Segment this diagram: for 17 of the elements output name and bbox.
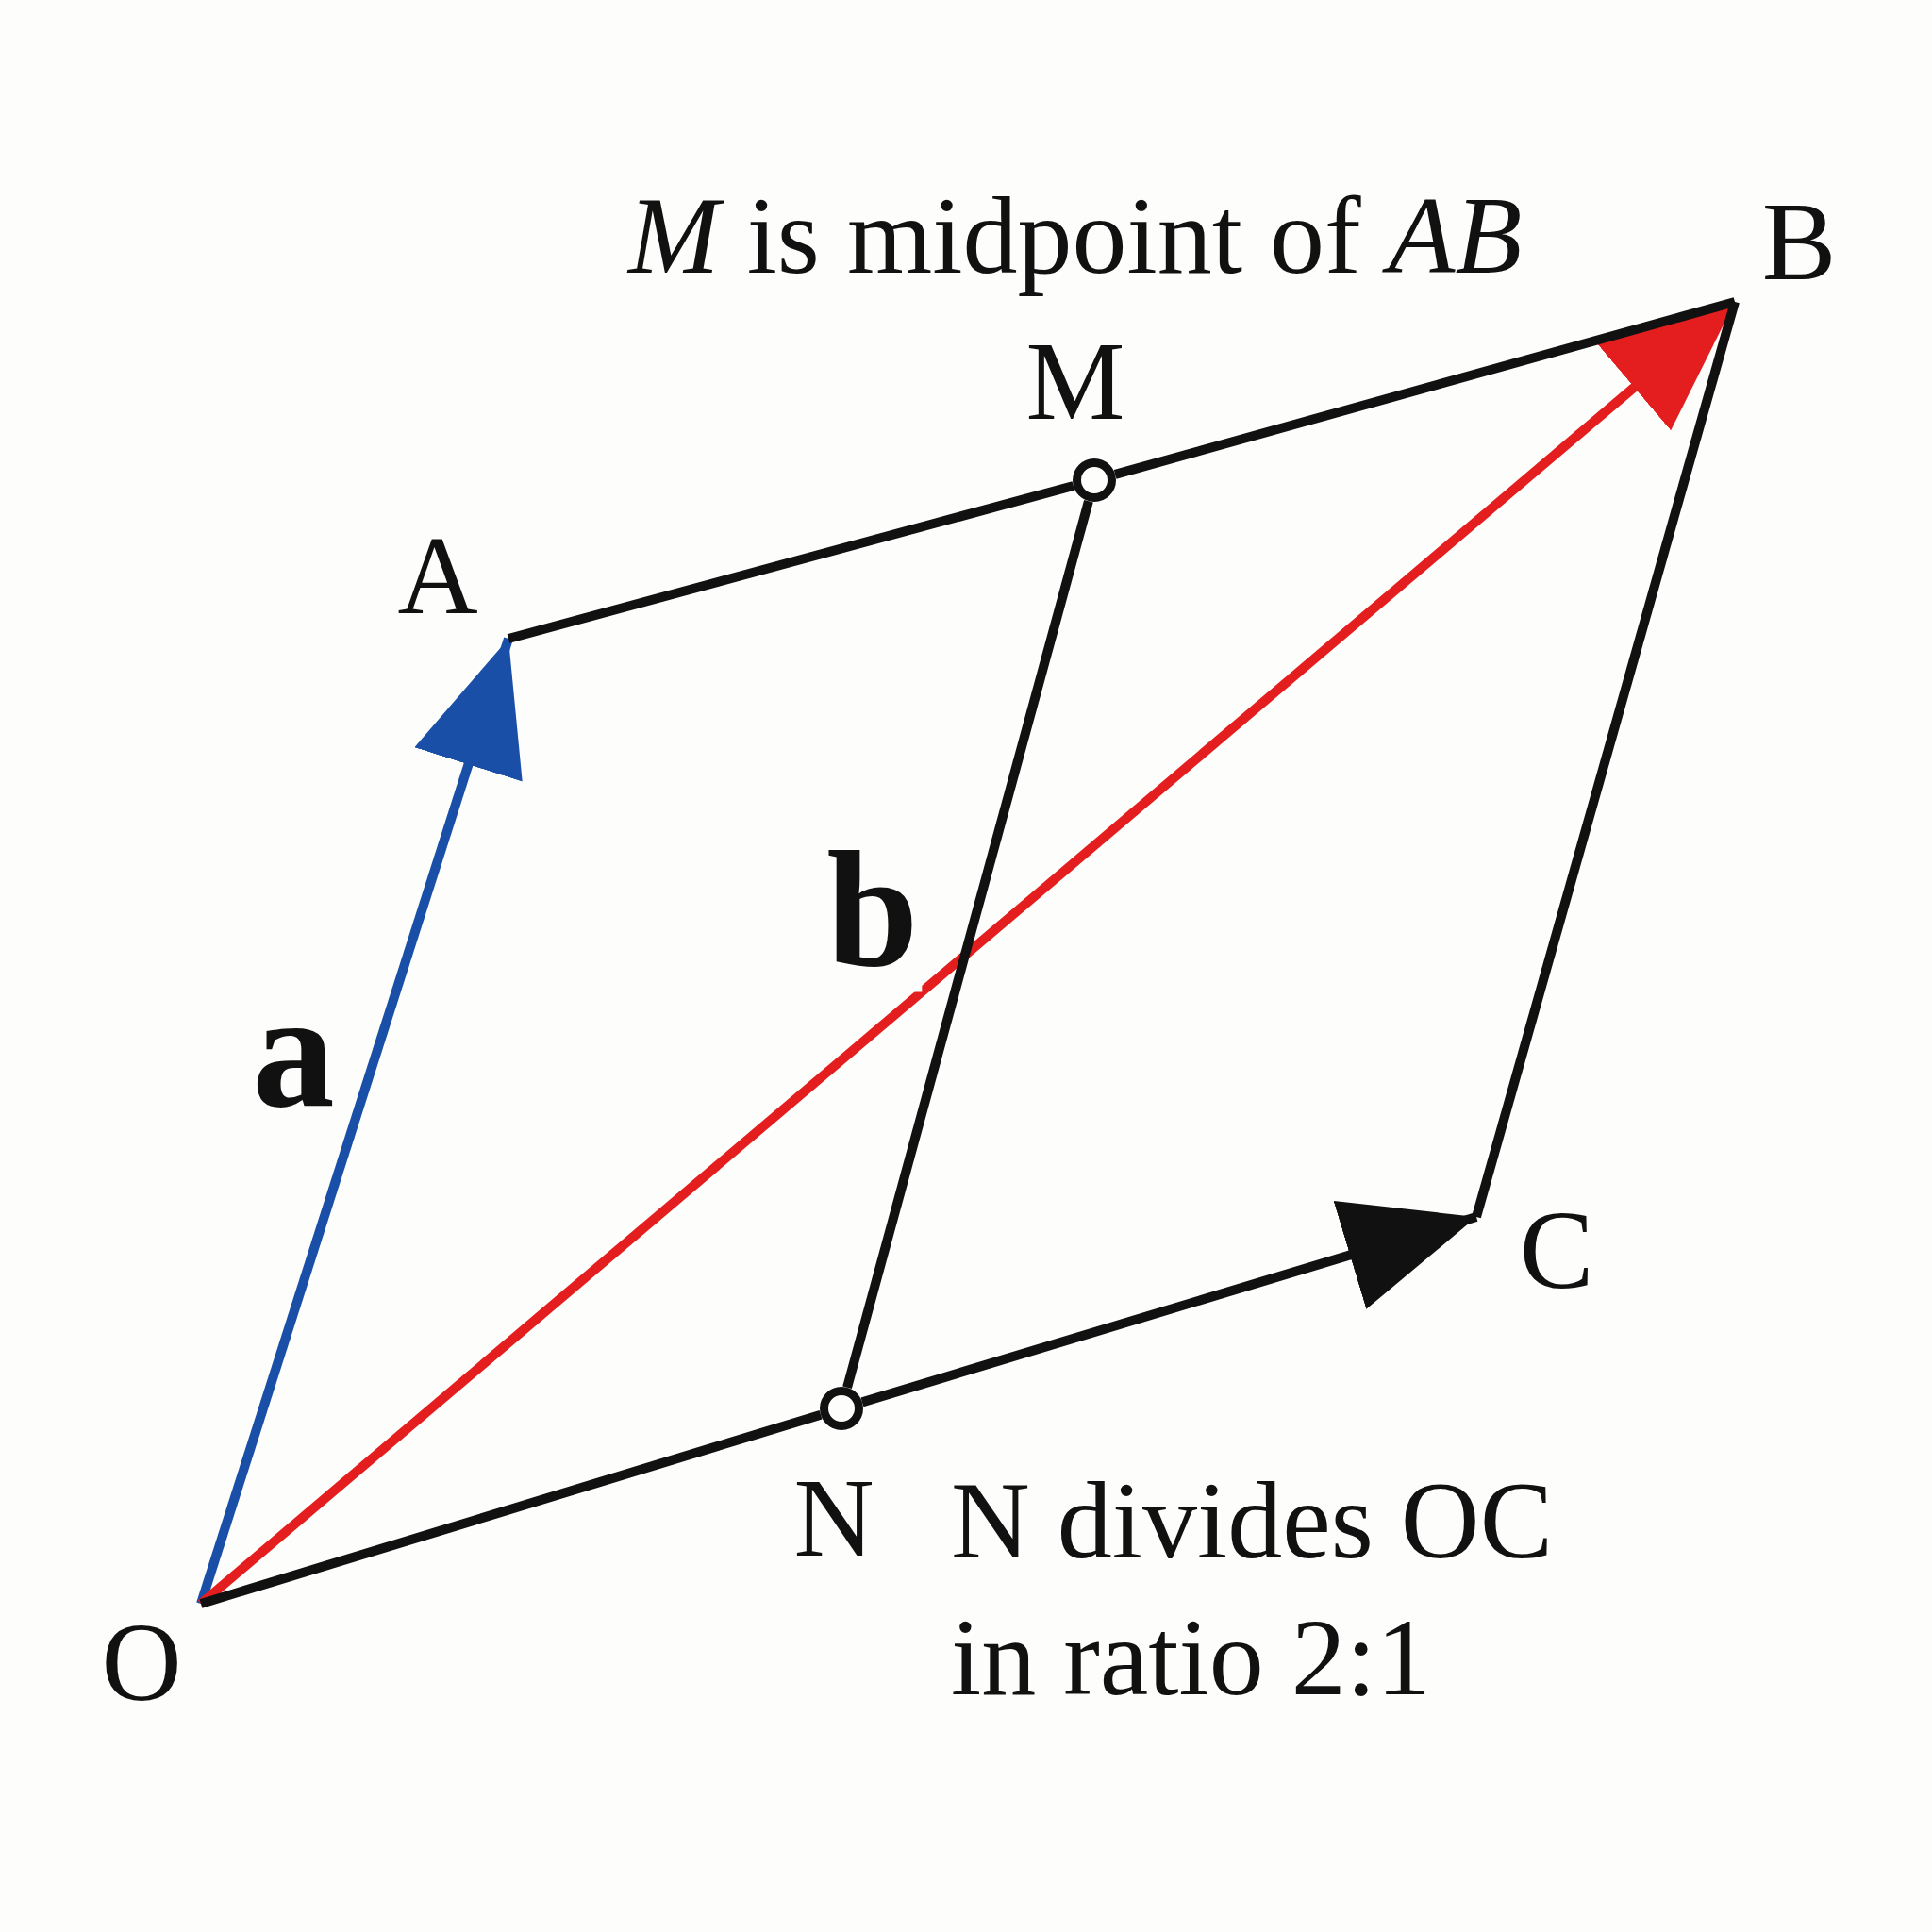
point-marker bbox=[1073, 458, 1116, 502]
point-label: C bbox=[1519, 1195, 1594, 1307]
point-label: B bbox=[1761, 187, 1837, 298]
line-segment bbox=[1472, 300, 1740, 1219]
point-label: O bbox=[101, 1607, 182, 1719]
note-text: M is midpoint of AB bbox=[628, 175, 1524, 298]
line-segment bbox=[199, 1409, 823, 1608]
vector-arrow bbox=[196, 637, 523, 1606]
line-segment bbox=[842, 499, 1093, 1390]
line-segment bbox=[1113, 297, 1737, 479]
point-label: N bbox=[793, 1463, 874, 1574]
vector-arrow bbox=[860, 1201, 1478, 1407]
point-label: M bbox=[1025, 326, 1125, 438]
note-text: N divides OC in ratio 2:1 bbox=[951, 1459, 1554, 1720]
point-label: A bbox=[397, 521, 478, 632]
point-marker bbox=[820, 1387, 863, 1430]
line-segment bbox=[507, 481, 1075, 643]
